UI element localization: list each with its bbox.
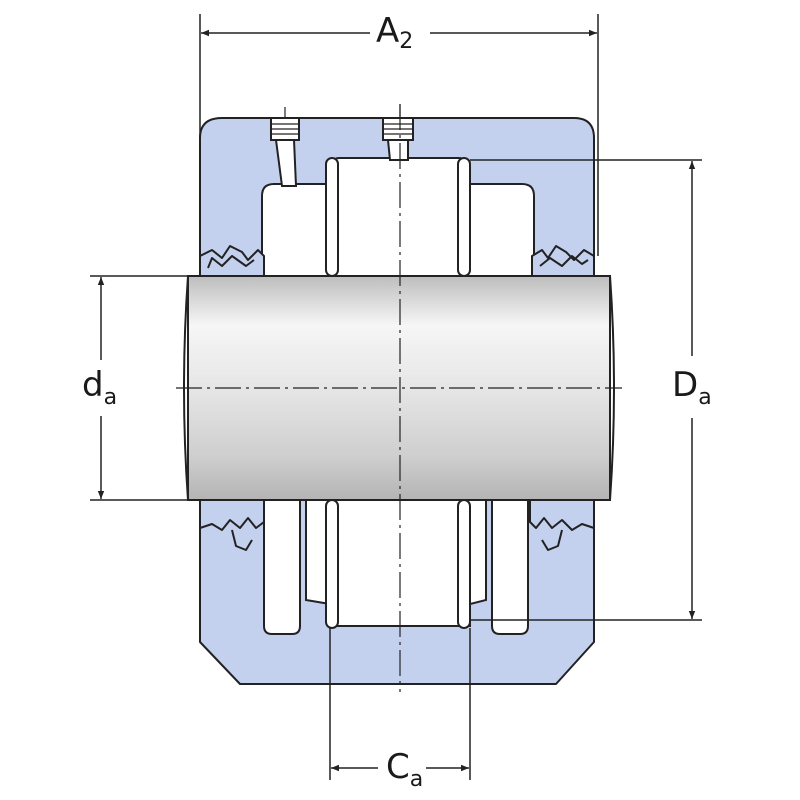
center-lines bbox=[176, 104, 622, 692]
lower-seals bbox=[199, 499, 595, 551]
label-da-large: Da bbox=[672, 365, 712, 410]
dimension-lines bbox=[90, 14, 702, 780]
label-a2-main: A bbox=[376, 11, 399, 51]
lower-ribs bbox=[325, 499, 471, 629]
lower-right-rib bbox=[457, 499, 471, 629]
upper-seals bbox=[199, 245, 595, 277]
label-a2-sub: 2 bbox=[399, 29, 413, 54]
upper-left-rib bbox=[325, 157, 339, 277]
upper-right-cavity bbox=[467, 183, 535, 277]
label-da-large-sub: a bbox=[698, 385, 711, 410]
label-da-small-sub: a bbox=[104, 385, 117, 410]
seal-upper-left bbox=[199, 245, 265, 277]
lower-center-cavity bbox=[305, 499, 487, 627]
upper-right-rib bbox=[457, 157, 471, 277]
seal-lower-right bbox=[529, 499, 595, 531]
lower-left-rib bbox=[325, 499, 339, 629]
label-da-small-main: d bbox=[82, 365, 104, 405]
upper-left-cavity bbox=[261, 183, 331, 277]
label-ca: Ca bbox=[386, 747, 423, 792]
label-a2: A2 bbox=[376, 11, 413, 54]
upper-center-cavity bbox=[329, 157, 469, 277]
label-da-large-main: D bbox=[672, 365, 698, 405]
label-da-small: da bbox=[82, 365, 117, 410]
label-ca-sub: a bbox=[410, 767, 423, 792]
upper-ribs bbox=[325, 157, 471, 277]
lower-left-cavity bbox=[263, 499, 301, 635]
seal-upper-right bbox=[531, 245, 595, 277]
lower-right-cavity bbox=[491, 499, 529, 635]
seal-lower-left bbox=[199, 499, 265, 531]
label-ca-main: C bbox=[386, 747, 410, 787]
lower-cavities bbox=[263, 499, 529, 635]
